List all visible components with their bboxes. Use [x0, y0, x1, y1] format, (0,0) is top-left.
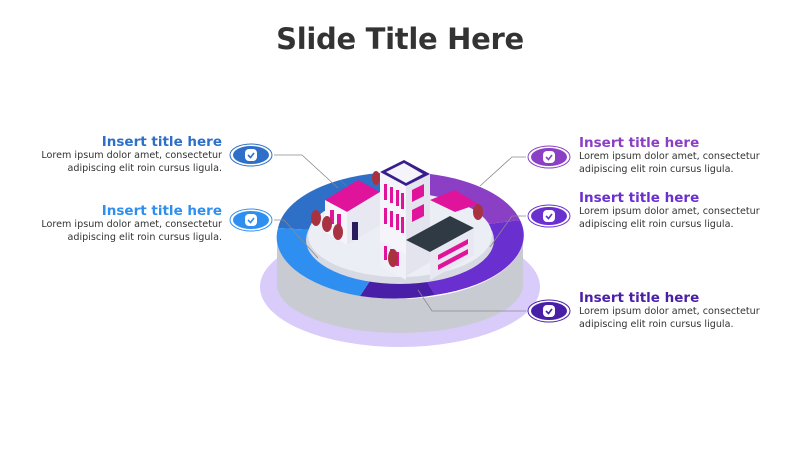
badge-right-bottom [527, 299, 571, 323]
item-title: Insert title here [101, 203, 222, 219]
item-line2: adipiscing elit roin cursus ligula. [67, 231, 222, 243]
check-icon [543, 210, 555, 222]
slide-title: Slide Title Here [276, 22, 524, 56]
item-line2: adipiscing elit roin cursus ligula. [67, 162, 222, 174]
badge-right-top [527, 145, 571, 169]
item-line1: Lorem ipsum dolor amet, consectetur [579, 306, 760, 317]
item-right-top: Insert title here Lorem ipsum dolor amet… [579, 135, 779, 176]
item-line1: Lorem ipsum dolor amet, consectetur [579, 206, 760, 217]
connector-lines [274, 154, 526, 312]
check-icon [245, 149, 257, 161]
item-line1: Lorem ipsum dolor amet, consectetur [41, 219, 222, 230]
item-right-bottom: Insert title here Lorem ipsum dolor amet… [579, 290, 779, 331]
item-title: Insert title here [101, 134, 222, 150]
item-line1: Lorem ipsum dolor amet, consectetur [41, 150, 222, 161]
item-title: Insert title here [579, 290, 700, 306]
item-line2: adipiscing elit roin cursus ligula. [579, 318, 734, 330]
item-left-top: Insert title here Lorem ipsum dolor amet… [22, 134, 222, 175]
badge-left-top [229, 143, 273, 167]
check-icon [543, 151, 555, 163]
item-left-bottom: Insert title here Lorem ipsum dolor amet… [22, 203, 222, 244]
item-line1: Lorem ipsum dolor amet, consectetur [579, 151, 760, 162]
badge-right-middle [527, 204, 571, 228]
check-icon [245, 214, 257, 226]
item-line2: adipiscing elit roin cursus ligula. [579, 218, 734, 230]
item-title: Insert title here [579, 190, 700, 206]
check-icon [543, 305, 555, 317]
badge-left-bottom [229, 208, 273, 232]
item-line2: adipiscing elit roin cursus ligula. [579, 163, 734, 175]
item-right-middle: Insert title here Lorem ipsum dolor amet… [579, 190, 779, 231]
item-title: Insert title here [579, 135, 700, 151]
trees [311, 171, 483, 267]
